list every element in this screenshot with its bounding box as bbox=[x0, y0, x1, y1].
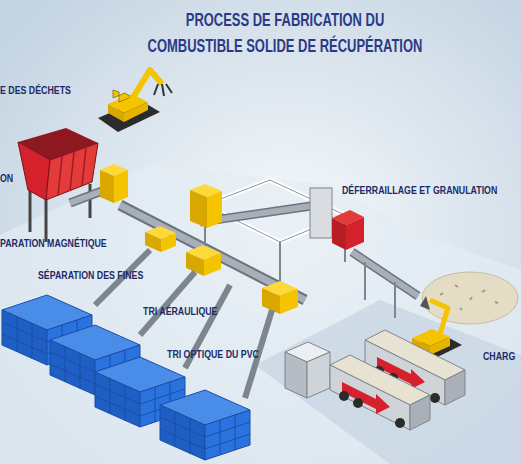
loading-floor bbox=[255, 300, 521, 464]
granulator bbox=[310, 188, 364, 250]
step-label: DÉFERRAILLAGE ET GRANULATION bbox=[342, 184, 497, 197]
excavator-body bbox=[430, 337, 450, 355]
step-label: ON bbox=[0, 172, 13, 185]
excavator-cab bbox=[113, 90, 131, 102]
excavator-body bbox=[108, 104, 124, 122]
bin-side bbox=[285, 352, 307, 398]
step-label: TRI OPTIQUE DU PVC bbox=[167, 348, 259, 361]
hopper bbox=[18, 128, 98, 242]
yellow-cabinet bbox=[100, 164, 128, 203]
machine-side bbox=[100, 170, 114, 203]
truck bbox=[330, 355, 430, 430]
machine-side bbox=[190, 190, 207, 228]
fuel-pile bbox=[422, 272, 518, 324]
granulator-side bbox=[332, 218, 346, 250]
hopper-face bbox=[18, 142, 50, 200]
conveyor-leg bbox=[365, 262, 395, 318]
hopper-leg bbox=[45, 198, 48, 242]
excavator-grapple bbox=[154, 84, 172, 96]
machine-side bbox=[204, 253, 221, 276]
machine-side bbox=[114, 170, 128, 203]
floor bbox=[0, 165, 521, 464]
fines-separator bbox=[186, 245, 221, 276]
machine-side bbox=[161, 233, 176, 252]
step-label: TRI AÉRAULIQUE bbox=[143, 305, 217, 318]
hopper-leg bbox=[29, 188, 32, 232]
magnetic-separator bbox=[145, 226, 176, 252]
step-label: SÉPARATION DES FINES bbox=[38, 269, 143, 282]
granulator-side bbox=[346, 217, 364, 250]
waste-crate bbox=[160, 390, 250, 460]
excavator-body bbox=[124, 102, 148, 122]
conveyor bbox=[352, 252, 418, 296]
step-label: CHARG bbox=[483, 350, 515, 363]
air-separator bbox=[262, 281, 298, 314]
conveyor bbox=[352, 252, 418, 296]
machine-side bbox=[280, 289, 298, 314]
machine-side bbox=[207, 191, 222, 228]
granulator-tower bbox=[310, 188, 332, 238]
excavator-arm bbox=[430, 300, 448, 334]
platform-frame bbox=[205, 180, 345, 300]
diagram-title: PROCESS DE FABRICATION DU COMBUSTIBLE SO… bbox=[141, 7, 429, 59]
excavator bbox=[98, 70, 172, 132]
hopper-ribs bbox=[58, 147, 86, 195]
step-label: PARATION MAGNÉTIQUE bbox=[0, 237, 107, 250]
step-label: E DES DÉCHETS bbox=[0, 84, 71, 97]
bin-side bbox=[307, 352, 330, 398]
yellow-machine bbox=[190, 184, 222, 228]
hopper-leg bbox=[89, 184, 92, 218]
chute bbox=[140, 272, 195, 335]
excavator-bucket bbox=[420, 296, 430, 310]
grey-bin bbox=[285, 342, 330, 398]
